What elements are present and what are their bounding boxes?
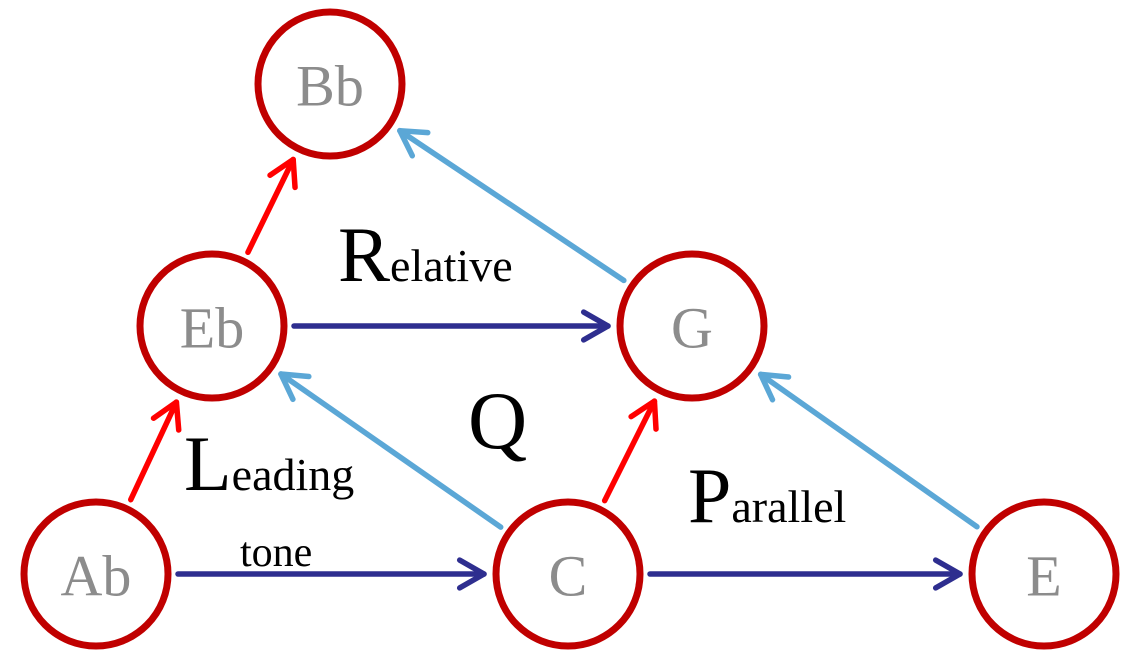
edge-ab-to-eb — [127, 399, 182, 503]
arrowhead — [580, 309, 611, 343]
node-label: E — [1026, 544, 1061, 609]
node-g: G — [616, 250, 768, 402]
node-label: G — [671, 296, 713, 361]
edge-g-to-bb — [397, 127, 627, 284]
edge-eb-to-g — [291, 309, 611, 343]
edge-line — [278, 371, 504, 530]
label-relative: Relative — [338, 211, 513, 298]
edge-eb-to-bb — [245, 156, 298, 256]
edge-line — [397, 127, 627, 284]
node-label: C — [549, 544, 588, 609]
edge-ab-to-c — [175, 557, 487, 591]
edge-c-to-eb — [278, 371, 504, 530]
node-circle — [254, 8, 406, 160]
arrowhead — [757, 371, 792, 403]
arrowhead — [456, 557, 487, 591]
edge-line — [757, 371, 980, 530]
arrowhead — [628, 398, 659, 432]
node-c: C — [492, 498, 644, 650]
relative-initial: R — [338, 211, 390, 298]
edges-layer — [127, 127, 980, 591]
node-e: E — [968, 498, 1120, 650]
node-ab: Ab — [20, 498, 172, 650]
node-bb: Bb — [254, 8, 406, 160]
label-q: Q — [468, 375, 527, 466]
label-leading-tone: Leading tone — [184, 420, 354, 576]
node-circle — [20, 498, 172, 650]
label-tone: tone — [240, 530, 312, 576]
edge-line — [245, 156, 296, 256]
relative-rest: elative — [390, 240, 513, 291]
edge-c-to-e — [647, 557, 963, 591]
label-parallel: Parallel — [688, 452, 846, 539]
parallel-initial: P — [688, 452, 731, 539]
svg-text:Leading: Leading — [184, 420, 354, 507]
node-circle — [492, 498, 644, 650]
node-eb: Eb — [136, 250, 288, 402]
node-circle — [616, 250, 768, 402]
edge-c-to-g — [601, 398, 659, 504]
leading-rest: eading — [232, 449, 355, 500]
edge-line — [601, 398, 658, 504]
svg-text:Relative: Relative — [338, 211, 513, 298]
node-circle — [136, 250, 288, 402]
arrowhead — [278, 371, 312, 403]
svg-text:Parallel: Parallel — [688, 452, 846, 539]
edge-e-to-g — [757, 371, 980, 530]
edge-line — [127, 399, 180, 503]
arrowhead — [267, 156, 298, 191]
node-circle — [968, 498, 1120, 650]
parallel-rest: arallel — [731, 481, 846, 532]
arrowhead — [397, 127, 431, 159]
node-label: Eb — [180, 296, 244, 361]
arrowhead — [150, 399, 182, 433]
leading-initial: L — [184, 420, 232, 507]
node-label: Ab — [61, 544, 132, 609]
node-label: Bb — [296, 54, 364, 119]
arrowhead — [932, 557, 963, 591]
